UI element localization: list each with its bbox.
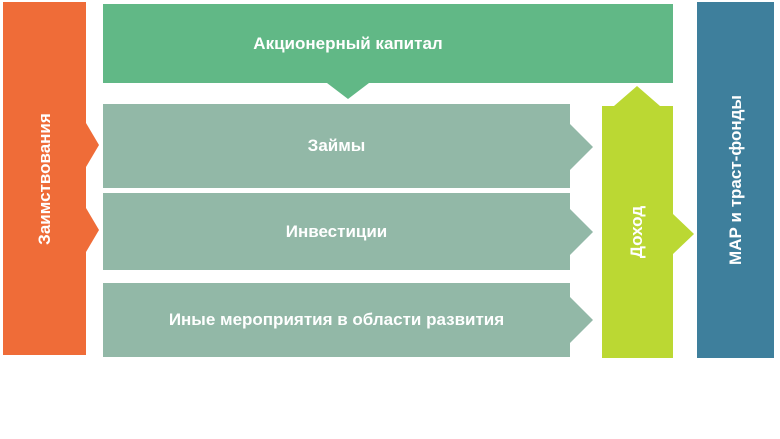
investments-label: Инвестиции bbox=[285, 221, 388, 241]
loans-bar: Займы bbox=[103, 104, 570, 188]
arrow-right-icon bbox=[86, 208, 99, 252]
other-development-bar: Иные мероприятия в области развития bbox=[103, 283, 570, 357]
ida-trust-funds-bar: МАР и траст-фонды bbox=[697, 2, 774, 358]
arrow-down-icon bbox=[327, 83, 369, 99]
income-bar: Доход bbox=[602, 106, 673, 358]
investments-bar: Инвестиции bbox=[103, 193, 570, 270]
borrowings-label: Заимствования bbox=[34, 112, 54, 245]
arrow-right-icon bbox=[570, 124, 593, 170]
loans-label: Займы bbox=[307, 136, 366, 156]
arrow-right-icon bbox=[673, 214, 694, 254]
borrowings-bar: Заимствования bbox=[3, 2, 86, 355]
arrow-right-icon bbox=[86, 123, 99, 167]
income-label: Доход bbox=[627, 205, 647, 259]
share-capital-bar: Акционерный капитал bbox=[103, 4, 673, 83]
arrow-right-icon bbox=[570, 209, 593, 255]
arrow-right-icon bbox=[570, 297, 593, 343]
ida-trust-funds-label: МАР и траст-фонды bbox=[725, 95, 745, 265]
arrow-up-icon bbox=[614, 86, 660, 106]
share-capital-label: Акционерный капитал bbox=[253, 33, 443, 53]
other-development-label: Иные мероприятия в области развития bbox=[168, 310, 505, 330]
share-capital-label-zone: Акционерный капитал bbox=[103, 4, 593, 83]
